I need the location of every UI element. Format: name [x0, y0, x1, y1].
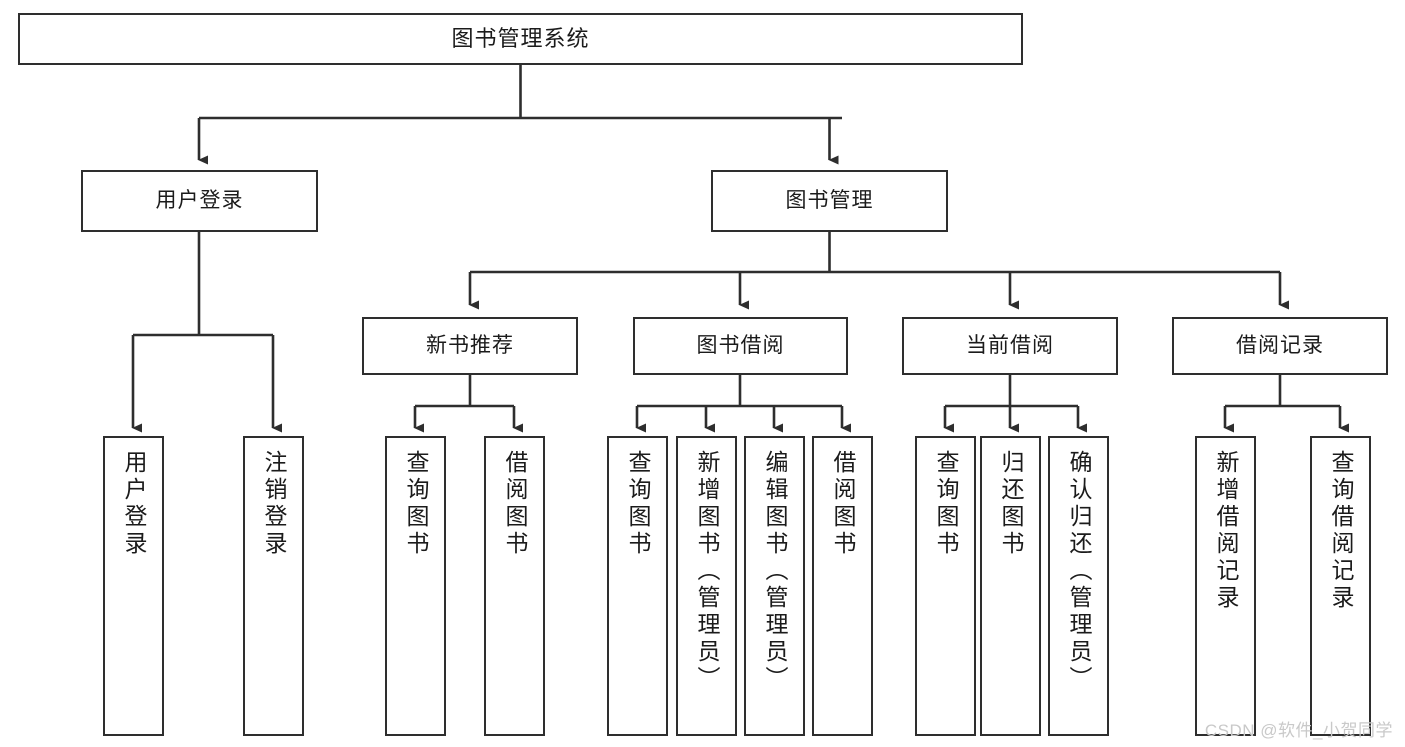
node-book-borrow[interactable]: 图书借阅: [633, 317, 848, 375]
node-leaf-add-record-label: 新增借阅记录: [1213, 450, 1239, 612]
node-new-book-recommend[interactable]: 新书推荐: [362, 317, 578, 375]
node-leaf-query-book-1[interactable]: 查询图书: [385, 436, 446, 736]
node-root-label: 图书管理系统: [451, 26, 590, 52]
node-leaf-return-book[interactable]: 归还图书: [980, 436, 1041, 736]
node-leaf-confirm-return-label: 确认归还（管理员）: [1066, 450, 1092, 693]
node-leaf-borrow-book-2-label: 借阅图书: [830, 450, 856, 558]
node-book-manage[interactable]: 图书管理: [711, 170, 948, 232]
node-book-manage-label: 图书管理: [785, 188, 874, 212]
node-leaf-borrow-book-1[interactable]: 借阅图书: [484, 436, 545, 736]
node-leaf-query-record[interactable]: 查询借阅记录: [1310, 436, 1371, 736]
node-new-book-recommend-label: 新书推荐: [426, 333, 514, 357]
node-leaf-confirm-return[interactable]: 确认归还（管理员）: [1048, 436, 1109, 736]
node-user-login[interactable]: 用户登录: [81, 170, 318, 232]
node-leaf-return-book-label: 归还图书: [998, 450, 1024, 558]
node-leaf-edit-book-label: 编辑图书（管理员）: [762, 450, 788, 693]
node-leaf-logout[interactable]: 注销登录: [243, 436, 304, 736]
node-leaf-query-book-2-label: 查询图书: [625, 450, 651, 558]
node-leaf-query-book-1-label: 查询图书: [403, 450, 429, 558]
node-user-login-label: 用户登录: [155, 188, 244, 212]
node-leaf-add-book-label: 新增图书（管理员）: [694, 450, 720, 693]
node-leaf-add-record[interactable]: 新增借阅记录: [1195, 436, 1256, 736]
node-leaf-borrow-book-1-label: 借阅图书: [502, 450, 528, 558]
node-leaf-query-book-3[interactable]: 查询图书: [915, 436, 976, 736]
node-leaf-borrow-book-2[interactable]: 借阅图书: [812, 436, 873, 736]
node-leaf-query-record-label: 查询借阅记录: [1328, 450, 1354, 612]
watermark: CSDN @软件_小贺同学: [1204, 721, 1393, 740]
node-borrow-record[interactable]: 借阅记录: [1172, 317, 1388, 375]
node-borrow-record-label: 借阅记录: [1236, 333, 1324, 357]
node-current-borrow-label: 当前借阅: [966, 333, 1054, 357]
node-leaf-add-book[interactable]: 新增图书（管理员）: [676, 436, 737, 736]
node-leaf-user-login-label: 用户登录: [121, 450, 147, 558]
node-leaf-query-book-2[interactable]: 查询图书: [607, 436, 668, 736]
node-leaf-edit-book[interactable]: 编辑图书（管理员）: [744, 436, 805, 736]
node-leaf-logout-label: 注销登录: [261, 450, 287, 558]
node-current-borrow[interactable]: 当前借阅: [902, 317, 1118, 375]
node-leaf-user-login[interactable]: 用户登录: [103, 436, 164, 736]
node-leaf-query-book-3-label: 查询图书: [933, 450, 959, 558]
node-book-borrow-label: 图书借阅: [696, 333, 785, 357]
node-root[interactable]: 图书管理系统: [18, 13, 1023, 65]
